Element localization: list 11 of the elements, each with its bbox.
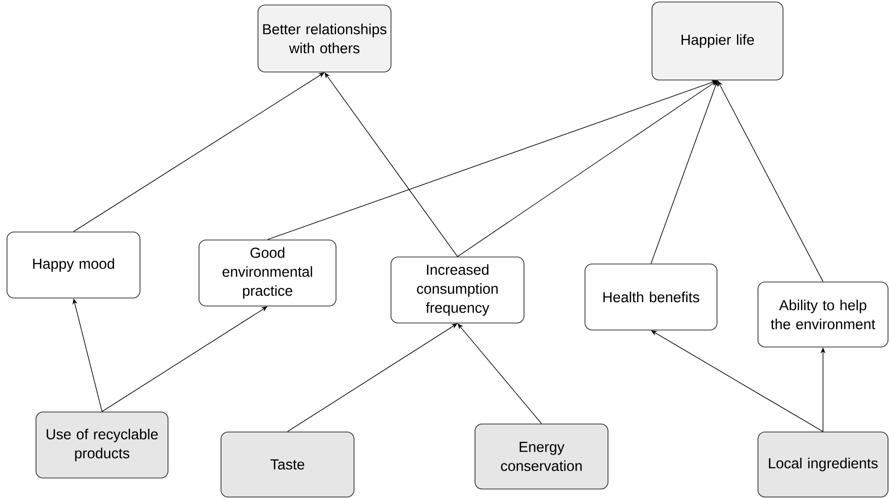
consequence-box: Happy mood [6, 232, 140, 298]
consequence-box: Increased consumption frequency [390, 256, 524, 324]
goal-box: Happier life [652, 2, 784, 80]
attribute-box: Energy conservation [474, 424, 608, 490]
attribute-box: Taste [220, 432, 354, 498]
attribute-box: Use of recyclable products [36, 412, 168, 478]
attribute-box: Local ingredients [758, 432, 888, 498]
consequence-box: Health benefits [584, 264, 718, 330]
consequence-box: Good environmental practice [198, 240, 336, 306]
goal-box: Better relationships with others [258, 4, 392, 72]
consequence-box: Ability to help the environment [758, 282, 888, 348]
